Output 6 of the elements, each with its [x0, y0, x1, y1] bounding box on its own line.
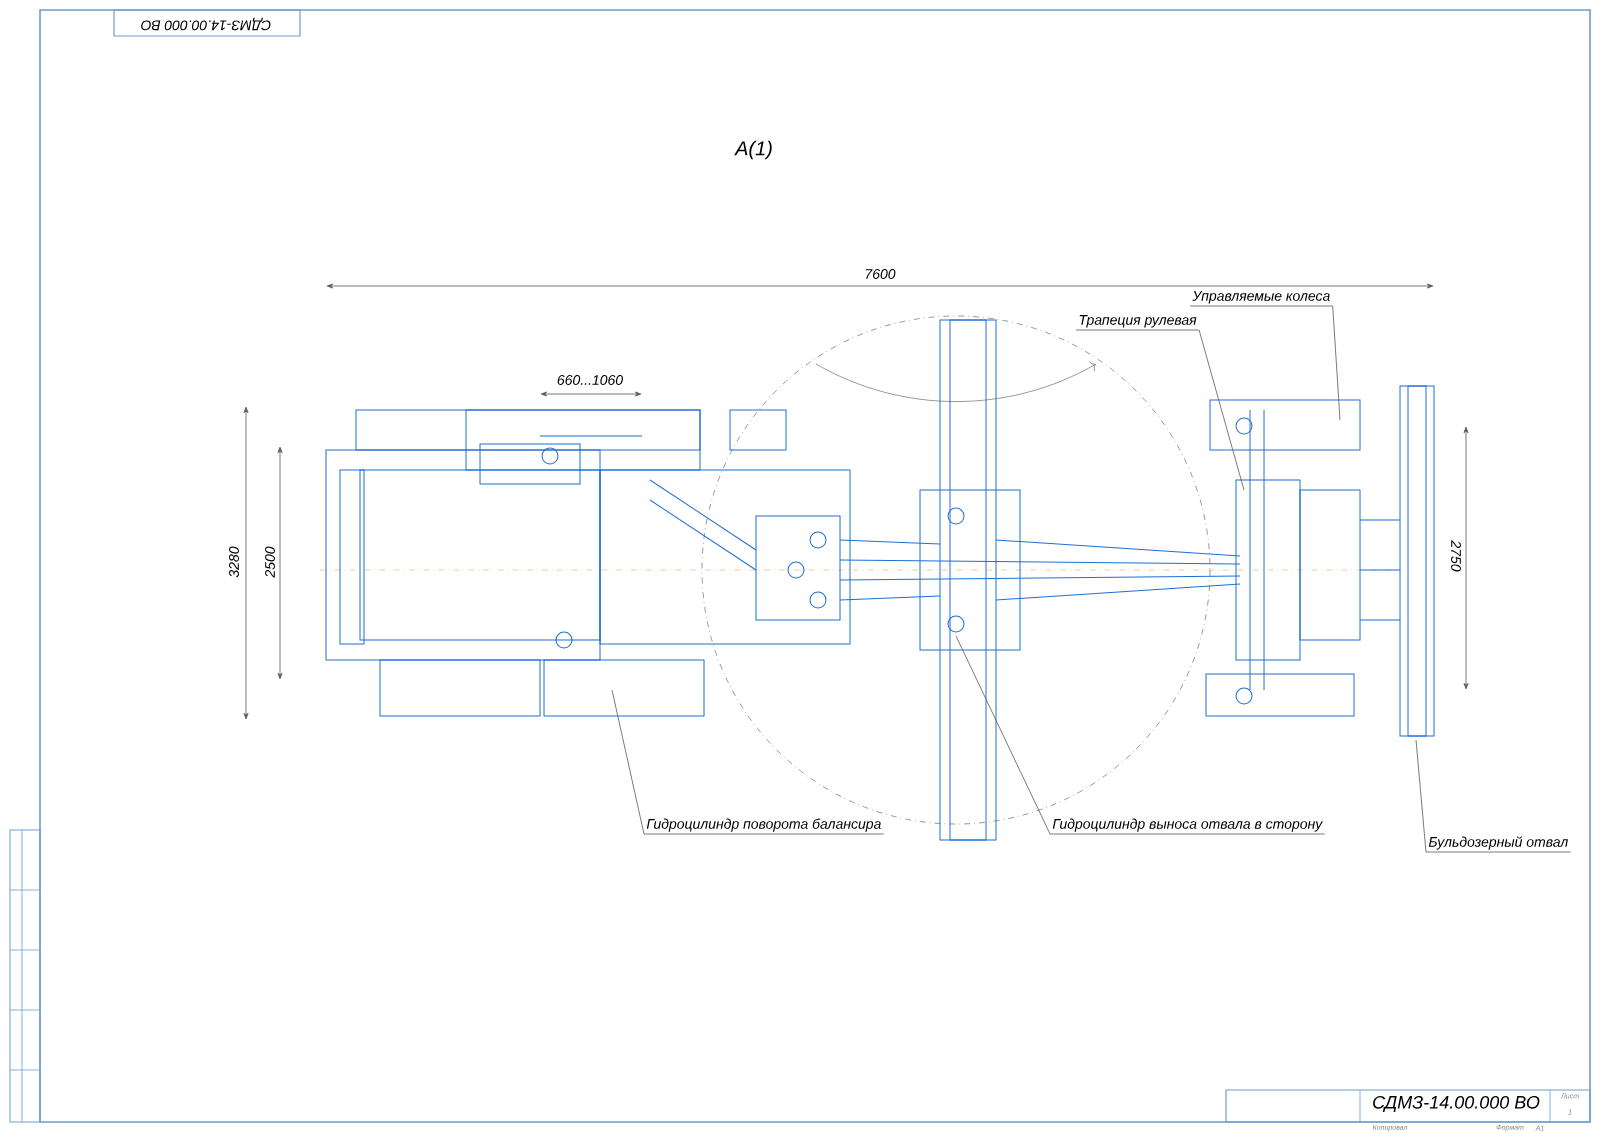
leader-line	[611, 689, 885, 835]
leader-line	[1415, 739, 1572, 853]
leader-line	[1189, 305, 1341, 421]
leader-line	[955, 635, 1326, 835]
leader-line	[1075, 329, 1245, 491]
view-label: A(1)	[734, 140, 772, 160]
